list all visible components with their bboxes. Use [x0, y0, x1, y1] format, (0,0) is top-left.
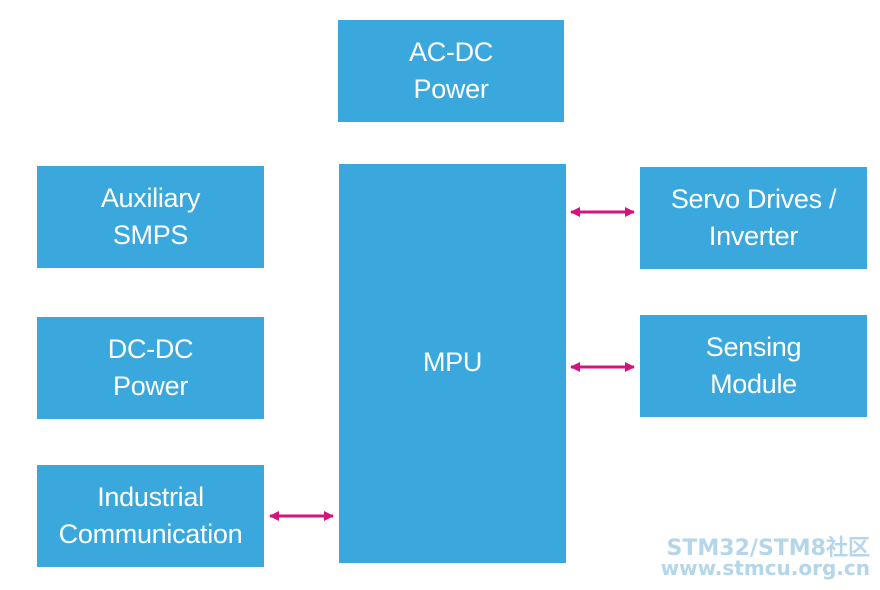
dc-dc-power-block: DC-DC Power	[37, 317, 264, 419]
sensing-module-block: Sensing Module	[640, 315, 867, 417]
industrial-communication-label: Industrial Communication	[58, 482, 243, 549]
servo-drives-inverter-label: Servo Drives / Inverter	[670, 184, 837, 251]
watermark-url: www.stmcu.org.cn	[660, 556, 870, 580]
mpu-block: MPU	[339, 164, 566, 563]
watermark-title: STM32/STM8社区	[666, 536, 870, 561]
sensing-module-label: Sensing Module	[705, 332, 802, 399]
mpu-label: MPU	[422, 347, 483, 377]
auxiliary-smps-block: Auxiliary SMPS	[37, 166, 264, 268]
ac-dc-power-label: AC-DC Power	[409, 37, 493, 104]
dc-dc-power-label: DC-DC Power	[107, 334, 194, 401]
industrial-communication-block: Industrial Communication	[37, 465, 264, 567]
auxiliary-smps-label: Auxiliary SMPS	[100, 183, 201, 250]
servo-drives-inverter-block: Servo Drives / Inverter	[640, 167, 867, 269]
ac-dc-power-block: AC-DC Power	[338, 20, 564, 122]
